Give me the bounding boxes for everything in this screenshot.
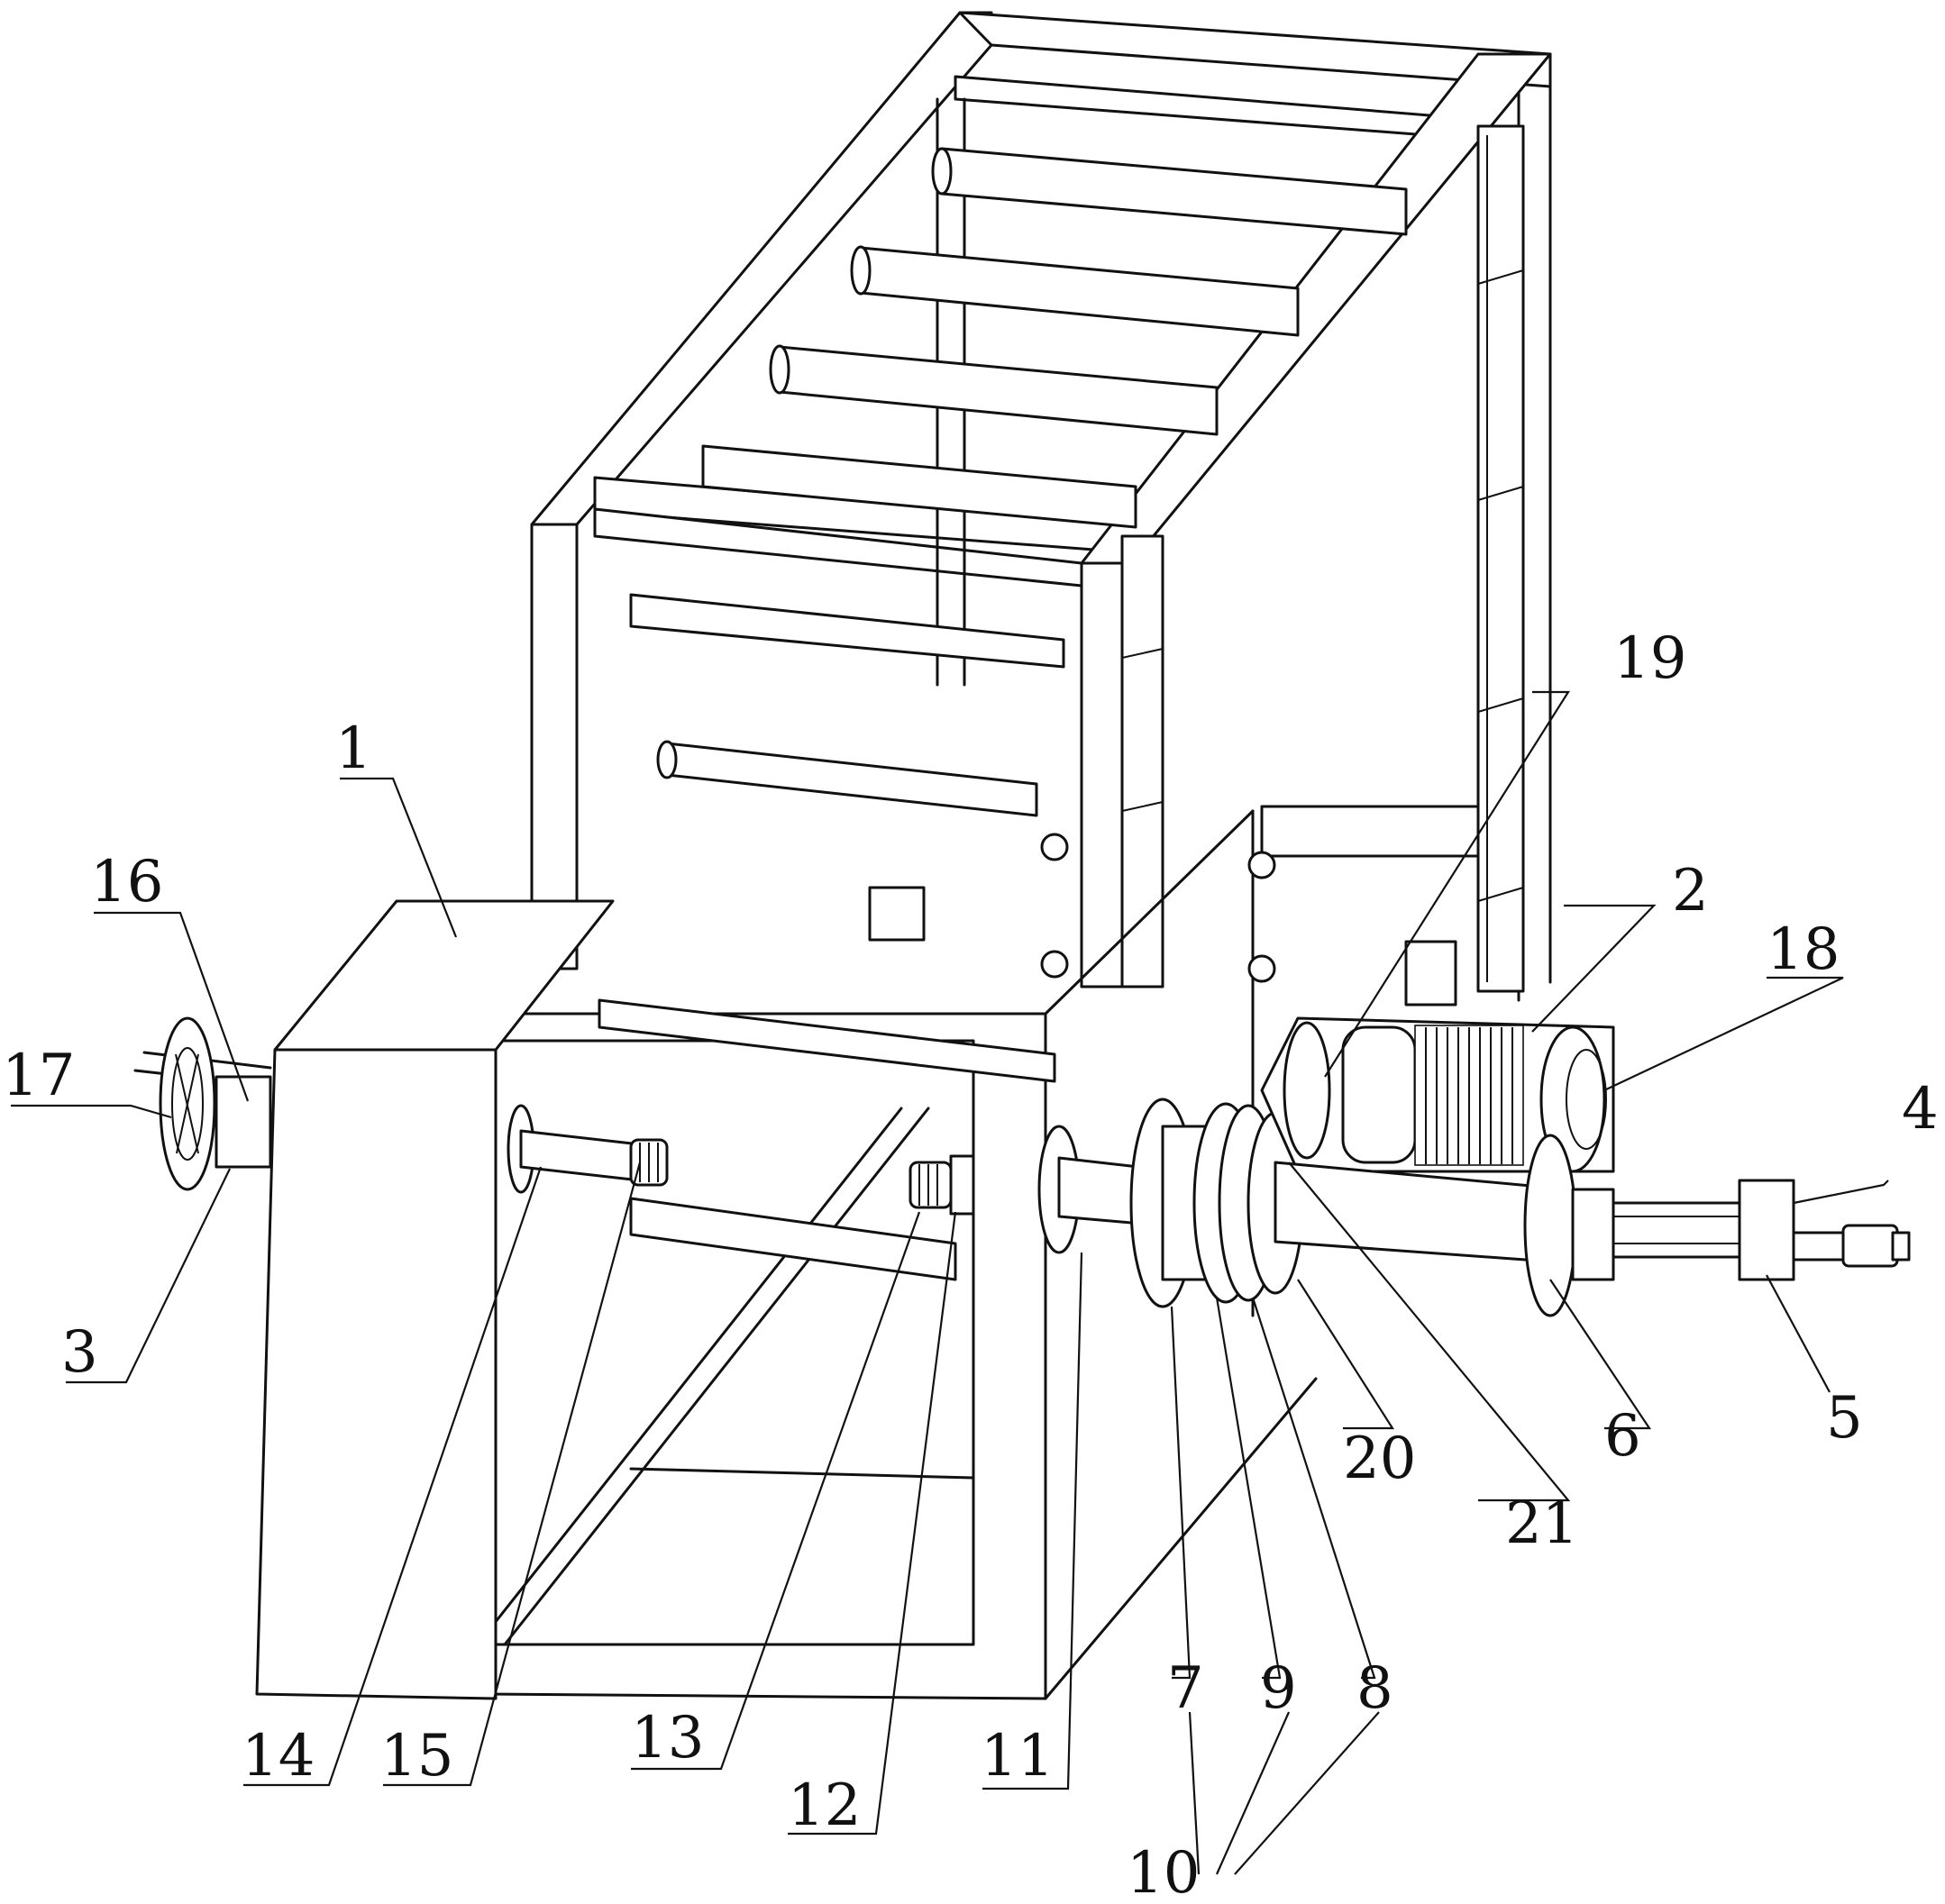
right-shaft-and-cylinder [1274, 1134, 1911, 1317]
main-frame [476, 11, 1552, 1700]
label-19: 19 [1613, 625, 1686, 692]
label-3: 3 [61, 1319, 98, 1386]
label-14: 14 [242, 1723, 315, 1790]
part-labels: 1 2 3 4 5 6 7 8 9 10 11 12 13 14 15 16 1… [2, 625, 1939, 1904]
motor-assembly [1260, 1016, 1615, 1173]
motor-fins [1425, 1027, 1513, 1164]
label-7: 7 [1167, 1655, 1204, 1722]
label-20: 20 [1343, 1426, 1416, 1492]
label-21: 21 [1505, 1490, 1578, 1557]
label-18: 18 [1767, 916, 1840, 983]
label-17: 17 [2, 1043, 75, 1109]
label-16: 16 [90, 849, 163, 916]
left-shaft [507, 1104, 669, 1194]
label-12: 12 [788, 1772, 861, 1839]
leader-lines [11, 690, 1889, 1875]
label-13: 13 [631, 1705, 704, 1772]
label-6: 6 [1604, 1403, 1641, 1470]
label-4: 4 [1902, 1076, 1939, 1143]
handwheel-assembly [133, 1016, 272, 1191]
label-1: 1 [335, 715, 372, 782]
label-2: 2 [1672, 858, 1709, 925]
label-5: 5 [1826, 1385, 1863, 1452]
label-10: 10 [1127, 1840, 1200, 1904]
label-9: 9 [1260, 1655, 1297, 1722]
base-housing [255, 899, 615, 1700]
label-8: 8 [1356, 1655, 1393, 1722]
label-11: 11 [981, 1723, 1054, 1790]
rollers [598, 147, 1480, 1281]
label-15: 15 [380, 1723, 453, 1790]
